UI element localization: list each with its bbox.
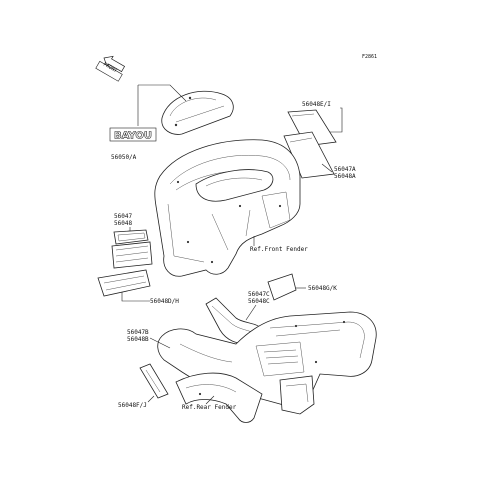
label-56050-a: 56050/A — [111, 154, 137, 161]
label-56047b: 56047B — [127, 329, 149, 336]
leader-56047c — [245, 304, 257, 321]
left-decal-lower — [111, 241, 153, 269]
leader-56048d-h — [121, 292, 150, 302]
label-56047: 56047 — [114, 213, 132, 220]
label-56048e-i: 56048E/I — [302, 101, 331, 108]
decal-56048d-h — [97, 269, 151, 297]
label-56048g-k: 56048G/K — [308, 285, 337, 292]
label-56047a: 56047A — [334, 166, 356, 173]
rear-fender-part — [157, 311, 377, 423]
top-cover-part — [161, 90, 234, 135]
leader-top-cover — [138, 84, 187, 102]
figure-code: F2861 — [362, 54, 377, 60]
label-56048f-j: 56048F/J — [118, 402, 147, 409]
label-56048b: 56048B — [127, 336, 149, 343]
label-56048a: 56048A — [334, 173, 356, 180]
label-56047c: 56047C — [248, 291, 270, 298]
leader-56047a — [321, 163, 333, 173]
label-ref-rear-fender: Ref.Rear Fender — [182, 404, 237, 411]
label-56048d-h: 56048D/H — [150, 298, 179, 305]
label-ref-front-fender: Ref.Front Fender — [250, 246, 308, 253]
leader-ref-rear — [205, 395, 215, 405]
bayou-logo: BAYOU — [109, 127, 157, 142]
decal-56048f-j — [139, 363, 169, 399]
leader-56048e-i — [330, 107, 343, 133]
front-fender-part — [154, 139, 301, 277]
leader-56048f-j — [147, 395, 155, 403]
label-56048: 56048 — [114, 220, 132, 227]
front-arrow-icon — [95, 55, 126, 82]
leader-56047b — [149, 337, 171, 349]
left-decal-upper — [113, 229, 149, 245]
decal-56048g-k — [267, 273, 297, 301]
logo-text: BAYOU — [114, 131, 152, 142]
label-56048c: 56048C — [248, 298, 270, 305]
